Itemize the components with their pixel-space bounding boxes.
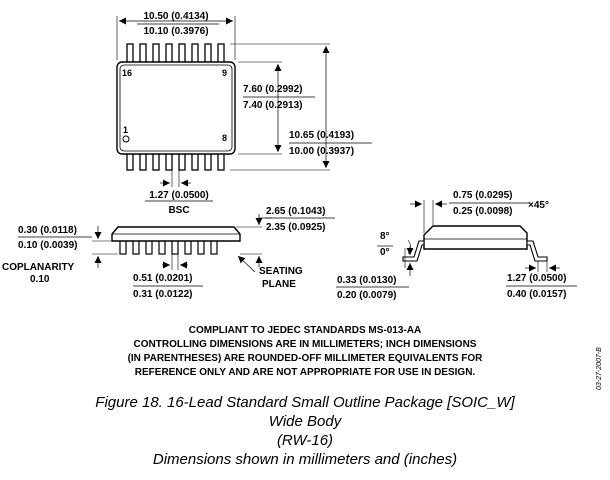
dim-lead-width-max: 0.51 (0.0201) — [133, 273, 193, 284]
dim-overall-min: 10.00 (0.3937) — [289, 146, 354, 157]
package-body-outline — [116, 61, 236, 155]
document-id: 03-27-2007-B — [596, 347, 603, 390]
seating-label-1: SEATING — [259, 266, 303, 277]
end-view — [336, 200, 577, 288]
coplanarity-value: 0.10 — [30, 274, 50, 285]
dim-height-min: 2.35 (0.0925) — [266, 222, 326, 233]
pin-label-9: 9 — [222, 68, 227, 78]
pin1-indicator — [122, 135, 130, 143]
dim-body-max: 7.60 (0.2992) — [243, 84, 303, 95]
note-line: COMPLIANT TO JEDEC STANDARDS MS-013-AA — [188, 325, 422, 336]
dim-foot-max: 1.27 (0.0500) — [507, 273, 567, 284]
package-body-inner — [119, 64, 233, 152]
side-view — [18, 214, 335, 287]
end-view-text: 0.75 (0.0295) 0.25 (0.0098) ×45° 8° 0° 0… — [337, 190, 567, 301]
dim-overall-max: 10.65 (0.4193) — [289, 130, 354, 141]
dim-lead-thick-max: 0.33 (0.0130) — [337, 275, 397, 286]
dim-body-min: 7.40 (0.2913) — [243, 100, 303, 111]
angle-min: 0° — [380, 247, 390, 258]
dim-pitch-note: BSC — [168, 205, 189, 216]
top-view — [116, 16, 372, 202]
dim-foot-min: 0.40 (0.0157) — [507, 289, 567, 300]
end-left-lead — [402, 240, 425, 262]
pin-label-1: 1 — [123, 125, 128, 135]
note-line: REFERENCE ONLY AND ARE NOT APPROPRIATE F… — [134, 367, 476, 378]
side-view-text: 0.30 (0.0118) 0.10 (0.0039) COPLANARITY … — [2, 206, 326, 300]
angle-max: 8° — [380, 231, 390, 242]
dim-lead-width-min: 0.31 (0.0122) — [133, 289, 193, 300]
dim-pitch: 1.27 (0.0500) — [149, 190, 209, 201]
dim-chamfer-min: 0.25 (0.0098) — [453, 206, 513, 217]
end-right-lead — [526, 240, 548, 262]
dim-height-max: 2.65 (0.1043) — [266, 206, 326, 217]
dim-lead-thick-min: 0.20 (0.0079) — [337, 290, 397, 301]
dim-width-min: 10.10 (0.3976) — [143, 26, 208, 37]
pin-label-8: 8 — [222, 133, 227, 143]
dim-standoff-max: 0.30 (0.0118) — [18, 225, 77, 236]
caption-line: Wide Body — [268, 413, 342, 430]
end-body-outline — [423, 225, 528, 250]
compliance-notes: COMPLIANT TO JEDEC STANDARDS MS-013-AA C… — [0, 324, 610, 380]
coplanarity-label: COPLANARITY — [2, 262, 75, 273]
top-view-upper-pins — [126, 43, 225, 65]
dim-chamfer-max: 0.75 (0.0295) — [453, 190, 513, 201]
top-view-text: 10.50 (0.4134) 10.10 (0.3976) 16 9 1 8 7… — [122, 11, 354, 216]
note-line: CONTROLLING DIMENSIONS ARE IN MILLIMETER… — [133, 339, 477, 350]
caption-line: Figure 18. 16-Lead Standard Small Outlin… — [95, 394, 515, 411]
dim-width-max: 10.50 (0.4134) — [143, 11, 208, 22]
seating-label-2: PLANE — [262, 279, 296, 290]
note-line: (IN PARENTHESES) ARE ROUNDED-OFF MILLIME… — [127, 353, 483, 364]
caption-line: (RW-16) — [276, 432, 334, 449]
dim-standoff-min: 0.10 (0.0039) — [18, 240, 78, 251]
figure-caption: Figure 18. 16-Lead Standard Small Outlin… — [0, 393, 610, 469]
caption-line: Dimensions shown in millimeters and (inc… — [152, 451, 458, 468]
pin-label-16: 16 — [122, 68, 132, 78]
chamfer-angle: ×45° — [528, 200, 549, 211]
